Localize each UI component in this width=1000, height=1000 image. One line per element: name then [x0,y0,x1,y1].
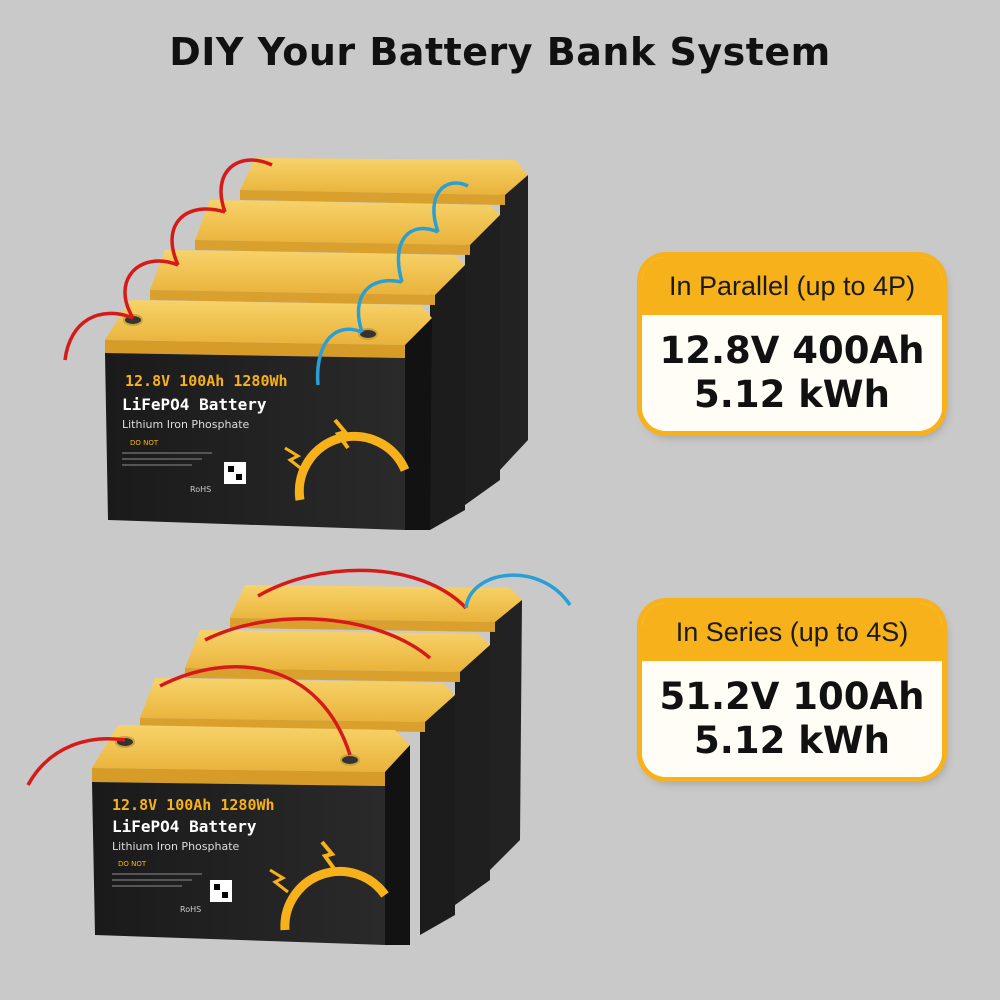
battery-front-series: 12.8V 100Ah 1280Wh LiFePO4 Battery Lithi… [92,725,410,945]
battery-front-parallel: 12.8V 100Ah 1280Wh LiFePO4 Battery Lithi… [105,300,432,530]
battery-back-s2 [140,678,455,935]
positive-wires-series [26,568,468,786]
battery-warning-label: DO NOT [130,439,159,447]
battery-back-3 [195,200,500,505]
lightning-icon [333,418,350,450]
page-title: DIY Your Battery Bank System [169,30,831,74]
series-battery-stack: 12.8V 100Ah 1280Wh LiFePO4 Battery Lithi… [26,568,572,945]
series-voltage-capacity: 51.2V 100Ah [659,675,925,718]
series-energy: 5.12 kWh [694,719,890,762]
battery-name-label: LiFePO4 Battery [122,395,267,414]
parallel-heading: In Parallel (up to 4P) [642,257,942,315]
positive-wires-parallel [63,158,273,361]
battery-chemistry-label: Lithium Iron Phosphate [122,418,250,431]
negative-wires-series [464,573,572,609]
battery-back-s3 [185,630,490,905]
parallel-voltage-capacity: 12.8V 400Ah [659,329,925,372]
sun-arc-icon-series [280,866,389,931]
series-spec-card: In Series (up to 4S) 51.2V 100Ah 5.12 kW… [642,603,942,777]
battery-warning-label-series: DO NOT [118,860,147,868]
qr-code-icon-series [210,880,232,902]
battery-spec-label-series: 12.8V 100Ah 1280Wh [112,796,275,814]
battery-back-2 [150,250,465,530]
parallel-battery-stack: 12.8V 100Ah 1280Wh LiFePO4 Battery Lithi… [63,158,528,530]
battery-back-4 [240,158,528,470]
negative-wires-parallel [315,181,469,386]
battery-chemistry-label-series: Lithium Iron Phosphate [112,840,240,853]
parallel-energy: 5.12 kWh [694,373,890,416]
battery-certs-label: RoHS [190,485,211,494]
series-heading: In Series (up to 4S) [642,603,942,661]
battery-certs-label-series: RoHS [180,905,201,914]
parallel-spec-card: In Parallel (up to 4P) 12.8V 400Ah 5.12 … [642,257,942,431]
qr-code-icon [224,462,246,484]
battery-spec-label: 12.8V 100Ah 1280Wh [125,372,288,390]
battery-name-label-series: LiFePO4 Battery [112,817,257,836]
lightning-icon-series [320,840,337,872]
